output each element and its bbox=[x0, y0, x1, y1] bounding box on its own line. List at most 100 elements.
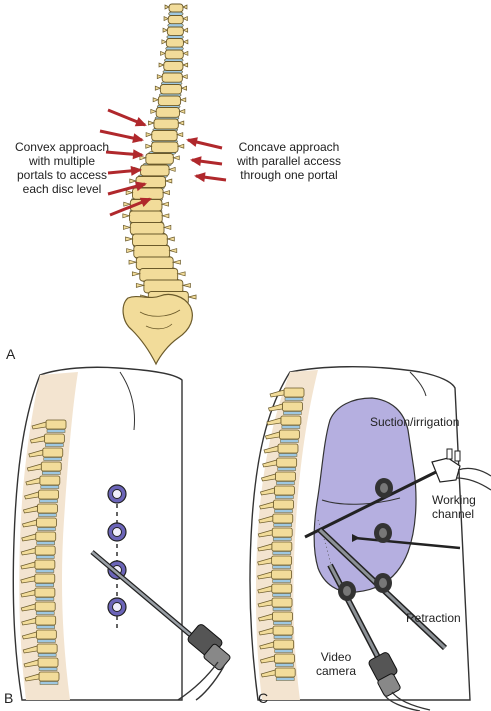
vertebra bbox=[28, 447, 64, 461]
vertebra bbox=[257, 583, 293, 597]
vertebra bbox=[125, 187, 170, 200]
video-camera-instrument bbox=[327, 563, 431, 711]
vertebra bbox=[257, 597, 293, 611]
approach-arrow bbox=[107, 165, 142, 176]
vertebra bbox=[258, 611, 293, 625]
vertebra bbox=[269, 387, 305, 401]
convex-arrows bbox=[99, 108, 152, 217]
vertebra bbox=[20, 545, 56, 559]
vertebra bbox=[125, 233, 175, 247]
vertebra bbox=[31, 419, 67, 433]
portal-1 bbox=[107, 484, 127, 504]
vertebra bbox=[257, 555, 293, 569]
vertebra bbox=[21, 531, 57, 545]
vertebra bbox=[257, 569, 293, 583]
vertebra bbox=[263, 443, 299, 457]
suction-irrigation-instrument bbox=[304, 448, 491, 539]
vertebra bbox=[160, 49, 189, 60]
panel-b-lateral-torso bbox=[12, 366, 231, 701]
vertebra bbox=[22, 517, 57, 531]
panel-b-letter: B bbox=[4, 690, 14, 706]
vertebra bbox=[267, 401, 303, 415]
vertebra bbox=[152, 95, 187, 107]
portal-4 bbox=[107, 597, 127, 617]
portal-c-3 bbox=[374, 573, 392, 593]
vertebra bbox=[131, 268, 186, 282]
working-channel-label: Working channel bbox=[432, 493, 476, 521]
vertebra bbox=[123, 222, 172, 235]
vertebra bbox=[20, 601, 56, 615]
approach-arrow bbox=[194, 172, 227, 183]
panel-a-letter: A bbox=[6, 346, 16, 362]
vertebra bbox=[161, 38, 189, 48]
vertebra bbox=[156, 72, 188, 83]
vertebra bbox=[26, 461, 62, 475]
vertebra bbox=[158, 61, 189, 71]
vertebra bbox=[20, 587, 56, 601]
approach-arrow bbox=[105, 149, 144, 160]
approach-arrow bbox=[107, 108, 147, 127]
approach-arrow bbox=[109, 197, 152, 217]
vertebra bbox=[29, 433, 65, 447]
working-channel-instrument bbox=[352, 534, 461, 550]
vertebra bbox=[24, 671, 60, 685]
vertebra bbox=[259, 639, 295, 653]
vertebra bbox=[145, 141, 185, 153]
vertebra bbox=[150, 107, 186, 118]
approach-arrow bbox=[99, 129, 144, 144]
vertebra bbox=[128, 256, 181, 270]
vertebra bbox=[266, 415, 302, 429]
vertebra bbox=[122, 210, 170, 224]
vertebra bbox=[22, 643, 58, 657]
vertebra bbox=[135, 279, 191, 294]
approach-arrow bbox=[107, 181, 147, 196]
vertebra bbox=[262, 457, 298, 471]
portal-c-4 bbox=[338, 581, 356, 601]
spine-column-b bbox=[20, 419, 67, 685]
vertebra bbox=[162, 26, 189, 36]
vertebra bbox=[25, 475, 61, 489]
video-camera-label: Video camera bbox=[316, 650, 357, 678]
convex-approach-label: Convex approach with multiple portals to… bbox=[14, 140, 110, 196]
vertebra bbox=[258, 625, 294, 639]
spine-column-c bbox=[257, 387, 305, 681]
vertebra bbox=[257, 541, 293, 555]
portal-c-2 bbox=[374, 523, 392, 543]
vertebra bbox=[257, 527, 293, 541]
vertebra bbox=[164, 3, 188, 13]
concave-arrows bbox=[186, 137, 227, 183]
vertebra bbox=[24, 489, 59, 503]
approach-arrow bbox=[186, 137, 223, 150]
portal-2 bbox=[107, 522, 127, 542]
vertebra bbox=[23, 657, 59, 671]
vertebra bbox=[21, 629, 57, 643]
vertebra bbox=[154, 84, 187, 95]
portal-c-1 bbox=[375, 478, 393, 498]
vertebra bbox=[259, 499, 294, 513]
retraction-label: Retraction bbox=[406, 611, 461, 625]
panel-a-scoliotic-spine bbox=[99, 3, 227, 366]
vertebra bbox=[21, 615, 57, 629]
vertebra bbox=[20, 559, 56, 573]
sacrum bbox=[122, 293, 193, 366]
panel-c-lateral-torso bbox=[249, 366, 491, 711]
vertebra bbox=[258, 513, 294, 527]
suction-irrigation-label: Suction/irrigation bbox=[370, 415, 460, 429]
vertebra bbox=[148, 118, 185, 130]
vertebra bbox=[139, 153, 180, 165]
vertebra bbox=[22, 503, 58, 517]
vertebra bbox=[264, 429, 300, 443]
panel-c-letter: C bbox=[258, 690, 269, 706]
vertebra bbox=[20, 573, 56, 587]
endoscope-b bbox=[90, 550, 231, 701]
vertebra bbox=[259, 653, 295, 667]
vertebra bbox=[261, 471, 296, 485]
concave-approach-label: Concave approach with parallel access th… bbox=[236, 140, 342, 182]
vertebra bbox=[259, 485, 295, 499]
vertebra bbox=[163, 15, 188, 25]
vertebra bbox=[260, 667, 296, 681]
approach-arrow bbox=[190, 156, 223, 167]
vertebra bbox=[126, 245, 178, 259]
vertebra bbox=[145, 130, 184, 142]
